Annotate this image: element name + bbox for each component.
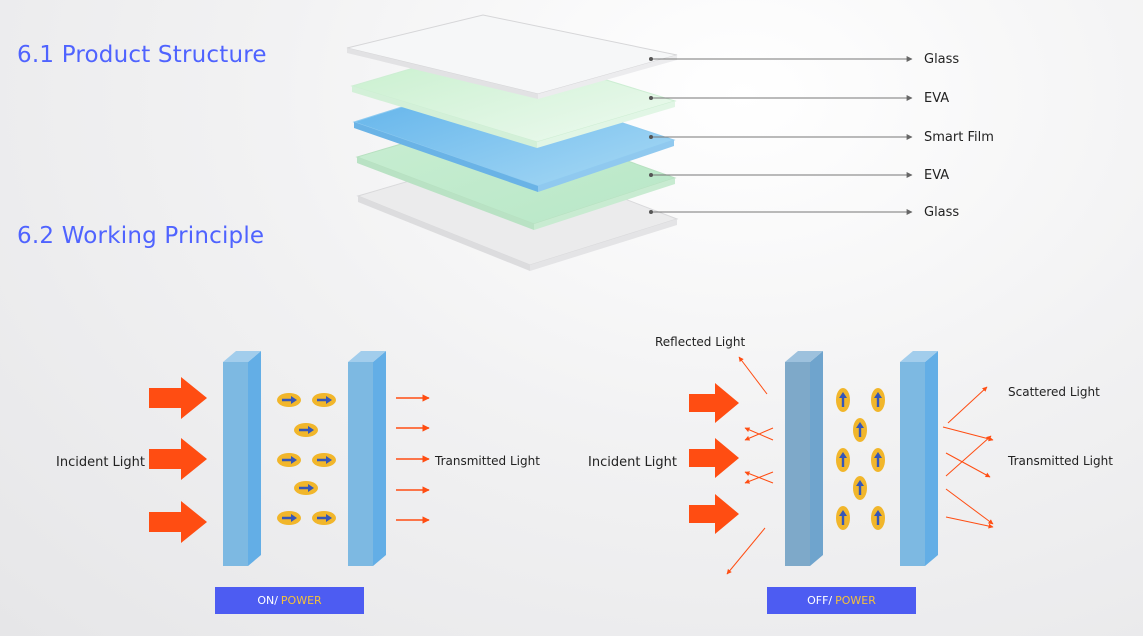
on-transmitted-light-label: Transmitted Light [434, 454, 540, 468]
liquid-crystal-molecule [294, 423, 318, 437]
liquid-crystal-molecule [294, 481, 318, 495]
on-glass-pane-right [348, 351, 386, 566]
off-scattered-arrows [942, 386, 994, 529]
layer-label-eva-upper: EVA [924, 91, 949, 106]
off-incident-light-label: Incident Light [588, 455, 677, 470]
layer-glass-top [346, 14, 678, 99]
off-transmitted-light-label: Transmitted Light [1007, 454, 1113, 468]
on-state-diagram: Incident Light Transmitted Light [56, 351, 540, 566]
off-power-state-highlight: POWER [835, 594, 876, 607]
off-reflected-arrows [726, 356, 774, 575]
on-molecules-aligned [277, 393, 336, 525]
section-title-working-principle: 6.2 Working Principle [17, 223, 265, 249]
off-scattered-light-label: Scattered Light [1008, 385, 1100, 399]
off-reflected-light-label: Reflected Light [655, 335, 745, 349]
liquid-crystal-molecule [312, 453, 336, 467]
off-molecules-random [836, 388, 885, 530]
on-power-state-highlight: POWER [280, 594, 322, 607]
liquid-crystal-molecule [312, 511, 336, 525]
liquid-crystal-molecule [871, 506, 885, 530]
liquid-crystal-molecule [836, 506, 850, 530]
section-title-product-structure: 6.1 Product Structure [17, 42, 267, 68]
layer-label-smart-film: Smart Film [924, 130, 994, 145]
off-power-badge: OFF/POWER [767, 587, 916, 614]
liquid-crystal-molecule [853, 418, 867, 442]
off-glass-pane-right [900, 351, 938, 566]
off-state-diagram: Reflected Light Incident Light [588, 335, 1113, 575]
on-glass-pane-left [223, 351, 261, 566]
on-incident-arrows [149, 377, 207, 543]
on-transmitted-arrows [396, 394, 430, 524]
liquid-crystal-molecule [836, 448, 850, 472]
liquid-crystal-molecule [312, 393, 336, 407]
liquid-crystal-molecule [277, 453, 301, 467]
liquid-crystal-molecule [277, 511, 301, 525]
off-incident-arrows [689, 383, 739, 534]
off-glass-pane-left [785, 351, 823, 566]
liquid-crystal-molecule [277, 393, 301, 407]
layer-label-glass-bottom: Glass [924, 205, 959, 220]
liquid-crystal-molecule [871, 448, 885, 472]
layer-stack [346, 14, 679, 271]
layer-callouts [649, 56, 913, 215]
liquid-crystal-molecule [871, 388, 885, 412]
layer-label-eva-lower: EVA [924, 168, 949, 183]
off-power-state-label: OFF/ [807, 594, 833, 607]
layer-label-glass-top: Glass [924, 52, 959, 67]
liquid-crystal-molecule [853, 476, 867, 500]
on-incident-light-label: Incident Light [56, 455, 145, 470]
liquid-crystal-molecule [836, 388, 850, 412]
on-power-state-label: ON/ [257, 594, 278, 607]
on-power-badge: ON/POWER [215, 587, 364, 614]
